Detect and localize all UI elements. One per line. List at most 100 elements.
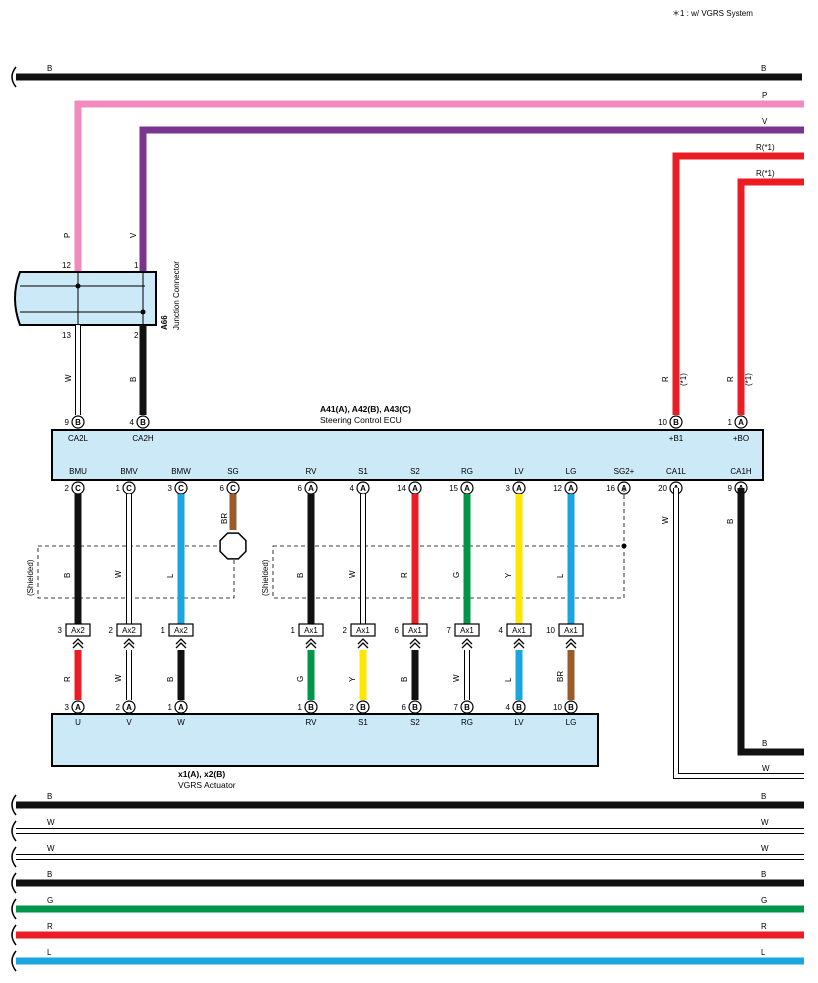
- actuator-title: x1(A), x2(B): [178, 769, 225, 779]
- actuator-pin-number: 1: [168, 703, 173, 712]
- ecu-bottom-pin-name: RV: [306, 467, 318, 476]
- bus-label-left: B: [47, 870, 52, 879]
- connector-pin-number: 2: [109, 626, 114, 635]
- wire-r1-label-vert-a: R: [661, 376, 670, 382]
- shield-box-left: [37, 545, 235, 599]
- ecu-bottom-pin-name: CA1H: [730, 467, 752, 476]
- ecu-bottom-pin-number: 3: [506, 484, 511, 493]
- connector-letter: C: [126, 484, 132, 493]
- ecu-bottom-pin-name: SG2+: [614, 467, 635, 476]
- chevron-icon: [461, 638, 473, 649]
- ecu-bottom-pin: C: [71, 481, 85, 495]
- actuator-pin: A: [71, 700, 85, 714]
- wire-p-label-right: P: [762, 91, 767, 100]
- junction-id: A66: [160, 315, 169, 330]
- ecu-top-pin-name: CA2L: [68, 434, 89, 443]
- junction-connector: 12 1 13 2 A66 Junction Connector W B: [14, 261, 181, 415]
- ecu-name: Steering Control ECU: [320, 415, 402, 425]
- chevron-icon: [175, 638, 187, 649]
- ecu-title: A41(A), A42(B), A43(C): [320, 404, 411, 414]
- ecu-bottom-pin-name: CA1L: [666, 467, 687, 476]
- shielded-label-left: (Shielded): [26, 559, 35, 596]
- wire-color-label: L: [504, 677, 513, 682]
- ecu-bottom-pin-number: 6: [298, 484, 303, 493]
- wire-r1-label-right: R(*1): [756, 143, 775, 152]
- connector-pin-number: 10: [546, 626, 555, 635]
- bus-label-right: W: [761, 818, 769, 827]
- bus-label-left: W: [47, 844, 55, 853]
- ecu-top-pin: B: [71, 415, 85, 429]
- inline-connector: Ax1 7: [447, 623, 480, 649]
- break-mark: [11, 66, 17, 88]
- connector-letter: B: [464, 703, 470, 712]
- actuator-pin-name: S1: [358, 718, 368, 727]
- wire-color-label: L: [166, 573, 175, 578]
- actuator-pin-name: LV: [514, 718, 524, 727]
- actuator-pin-name: RG: [461, 718, 473, 727]
- break-mark: [11, 872, 17, 894]
- ecu-bottom-pin-number: 16: [606, 484, 615, 493]
- wire-p-label-vert: P: [63, 233, 72, 238]
- ecu-bottom-pin: A: [460, 481, 474, 495]
- connector-label: Ax1: [460, 626, 474, 635]
- bus-label-right: R: [761, 922, 767, 931]
- actuator-pin-name: V: [126, 718, 132, 727]
- connector-letter: B: [308, 703, 314, 712]
- actuator-pin-number: 2: [350, 703, 355, 712]
- connector-letter: A: [568, 484, 574, 493]
- ecu-top-pin-number: 1: [728, 418, 733, 427]
- ecu-bottom-pin-number: 4: [350, 484, 355, 493]
- connector-letter: B: [75, 418, 81, 427]
- ecu-bottom-pin-name: BMV: [120, 467, 138, 476]
- wire-color-label: W: [114, 674, 123, 682]
- actuator-pin: B: [408, 700, 422, 714]
- ecu-bottom-pin-number: 15: [449, 484, 458, 493]
- ecu-bottom-pin: C: [174, 481, 188, 495]
- can-lower-label: W: [762, 764, 770, 773]
- bus-label-right: B: [761, 792, 766, 801]
- connector-letter: C: [75, 484, 81, 493]
- connector-letter: A: [360, 484, 366, 493]
- connector-label: Ax2: [122, 626, 136, 635]
- ecu-top-pin: A: [734, 415, 748, 429]
- actuator-pin-name: U: [75, 718, 81, 727]
- wire-color-label: R: [63, 676, 72, 682]
- chevron-icon: [123, 638, 135, 649]
- actuator-pins: RA3UWA2VBA1WGB1RVYB2S1BB6S2WB7RGLB4LVBRB…: [63, 650, 578, 727]
- actuator-pin: B: [356, 700, 370, 714]
- ecu-bottom-pin-name: RG: [461, 467, 473, 476]
- chevron-icon: [565, 638, 577, 649]
- shielded-label-right: (Shielded): [261, 559, 270, 596]
- connector-pin-number: 3: [58, 626, 63, 635]
- connector-letter: A: [126, 703, 132, 712]
- break-mark: [11, 924, 17, 946]
- connector-pin-number: 7: [447, 626, 452, 635]
- actuator-pin: B: [460, 700, 474, 714]
- connector-label: Ax2: [174, 626, 188, 635]
- connector-pin-number: 4: [499, 626, 504, 635]
- connector-letter: A: [308, 484, 314, 493]
- connector-label: Ax1: [356, 626, 370, 635]
- bus-label-left: R: [47, 922, 53, 931]
- wire-color-label: Y: [504, 572, 513, 578]
- connector-label: Ax1: [304, 626, 318, 635]
- ecu-bottom-pin: A: [512, 481, 526, 495]
- actuator-pin-name: W: [177, 718, 185, 727]
- ecu-top-pin-name: CA2H: [132, 434, 154, 443]
- connector-letter: A: [412, 484, 418, 493]
- connector-pin-number: 6: [395, 626, 400, 635]
- connector-letter: C: [178, 484, 184, 493]
- chevron-icon: [72, 638, 84, 649]
- wire-r2-label-vert-b: (*1): [744, 373, 753, 386]
- connector-letter: A: [75, 703, 81, 712]
- wire-r1-label-vert-b: (*1): [679, 373, 688, 386]
- wire-color-label: B: [296, 573, 305, 578]
